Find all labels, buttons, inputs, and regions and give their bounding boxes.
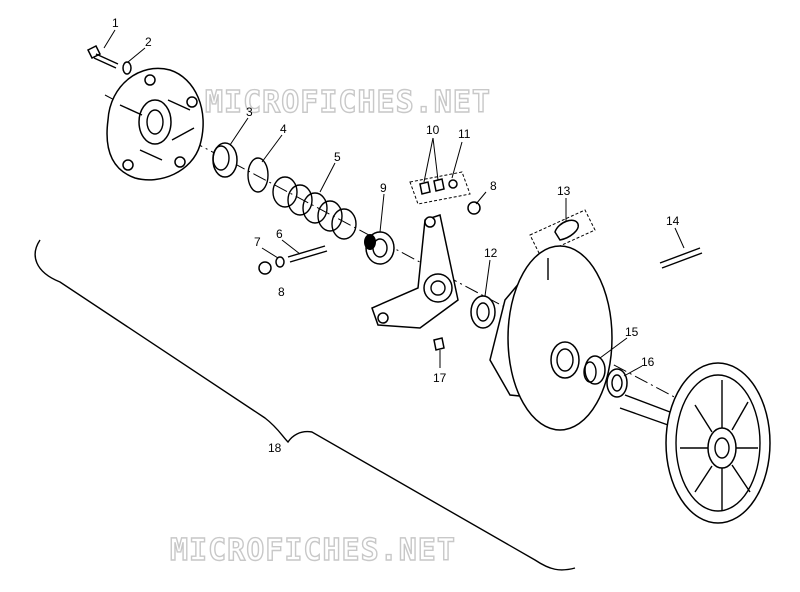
- part-8-button-lower: [258, 261, 272, 275]
- part-12-washer: [470, 295, 496, 329]
- callout-1: 1: [112, 16, 119, 30]
- part-2-washer: [122, 61, 132, 75]
- parts-10-11-nuts: [409, 171, 471, 205]
- callout-16: 16: [641, 355, 655, 369]
- assembly-bracket-18: [34, 239, 576, 571]
- part-16-ring: [606, 368, 628, 398]
- callout-3: 3: [246, 105, 253, 119]
- moveable-sheave: [489, 245, 613, 431]
- part-4-snap-ring: [247, 157, 269, 193]
- callout-12: 12: [484, 246, 498, 260]
- callout-2: 2: [145, 35, 152, 49]
- callout-18: 18: [268, 441, 282, 455]
- callout-4: 4: [280, 122, 287, 136]
- callout-7: 7: [254, 235, 261, 249]
- part-13-clip: [529, 209, 596, 256]
- callout-8-upper: 8: [490, 179, 497, 193]
- callout-17: 17: [433, 371, 447, 385]
- watermark-bottom: MICROFICHES.NET: [170, 533, 456, 568]
- watermark-top: MICROFICHES.NET: [205, 85, 491, 120]
- cover-plate: [106, 67, 204, 181]
- callout-14: 14: [666, 214, 680, 228]
- part-14-bolt: [659, 247, 703, 269]
- part-5-spring: [272, 176, 357, 240]
- callout-6: 6: [276, 227, 283, 241]
- callout-13: 13: [557, 184, 571, 198]
- part-1-bolt: [86, 44, 119, 69]
- callout-9: 9: [380, 181, 387, 195]
- callout-10: 10: [426, 123, 440, 137]
- part-15-bushing: [583, 355, 606, 385]
- spider-arm: [371, 214, 459, 329]
- part-6-pin: [287, 245, 328, 263]
- part-17-nut: [433, 337, 445, 351]
- callout-15: 15: [625, 325, 639, 339]
- callout-5: 5: [334, 150, 341, 164]
- part-8-button-upper: [467, 201, 481, 215]
- callout-8-lower: 8: [278, 285, 285, 299]
- part-9-roller: [364, 231, 395, 265]
- stationary-sheave: [619, 362, 771, 524]
- part-3-bushing: [212, 142, 238, 178]
- callout-11: 11: [458, 127, 471, 141]
- part-7-washer: [275, 256, 285, 268]
- leader-lines: [103, 29, 685, 377]
